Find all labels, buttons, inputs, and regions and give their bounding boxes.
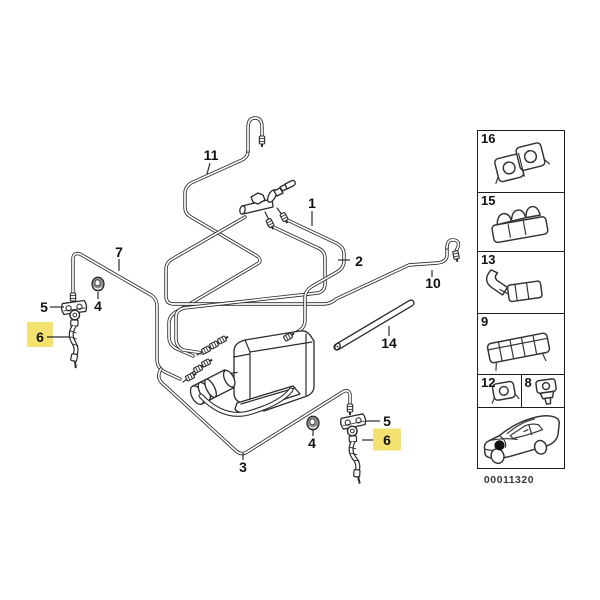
legend-cell-9[interactable]: 9	[478, 313, 564, 374]
legend-row-12-8: 12 8	[478, 374, 564, 407]
legend-cell-13[interactable]: 13	[478, 251, 564, 313]
legend-cell-12[interactable]: 12	[478, 375, 521, 407]
car-location-thumbnail	[483, 415, 560, 465]
sleeve-pipe-14	[333, 299, 415, 351]
highlight-box-6-right	[373, 428, 401, 451]
brake-hose-6-right	[347, 426, 361, 484]
callout-2[interactable]: 2	[355, 253, 363, 269]
legend-cell-16-label: 16	[481, 131, 496, 146]
car-locator-cell[interactable]	[478, 407, 564, 468]
highlight-box-6-left	[27, 322, 53, 347]
clip-part-16-thumbnail	[494, 142, 551, 184]
pressure-regulator-valve	[239, 179, 296, 232]
callout-labels: 11 1 2 7 10 5 4 6 14 3 4 5 6	[36, 147, 441, 475]
callout-5-right[interactable]: 5	[383, 413, 391, 429]
left-front-hose-cluster	[60, 276, 105, 368]
legend-cell-15[interactable]: 15	[478, 192, 564, 251]
legend-cell-15-label: 15	[481, 193, 496, 208]
diagram-code: 00011320	[483, 474, 535, 486]
right-front-hose-cluster	[306, 412, 368, 485]
grommet-4-left	[91, 276, 105, 292]
callout-7[interactable]: 7	[115, 244, 123, 260]
callout-1[interactable]: 1	[308, 195, 316, 211]
legend-cell-8-label: 8	[524, 375, 532, 390]
callout-10[interactable]: 10	[425, 275, 441, 291]
callout-3[interactable]: 3	[239, 459, 247, 475]
abs-hydraulic-unit	[182, 330, 315, 415]
legend-cell-13-label: 13	[481, 252, 496, 267]
abs-pump-motor	[189, 369, 238, 405]
callout-14[interactable]: 14	[381, 335, 397, 351]
clip-part-12-thumbnail	[491, 380, 520, 404]
parts-legend-panel: 16 15	[477, 130, 565, 469]
callout-4-right[interactable]: 4	[308, 435, 316, 451]
callout-4-left[interactable]: 4	[94, 298, 102, 314]
clip-part-9-thumbnail	[486, 332, 551, 371]
car-outline	[483, 415, 560, 465]
part-location-dot	[494, 440, 505, 451]
legend-cell-12-label: 12	[481, 375, 496, 390]
callout-6-left-highlighted[interactable]: 6	[36, 329, 44, 345]
brake-pipes	[71, 116, 461, 456]
clip-part-13-thumbnail	[485, 269, 543, 303]
leader-lines	[47, 162, 433, 460]
legend-cell-9-label: 9	[481, 314, 489, 329]
brake-hose-6-left	[67, 310, 80, 368]
callout-6-right-highlighted[interactable]: 6	[383, 432, 391, 448]
callout-5-left[interactable]: 5	[40, 299, 48, 315]
pipe-union-nuts	[182, 330, 297, 383]
callout-11[interactable]: 11	[204, 147, 219, 163]
clip-part-8-thumbnail	[534, 378, 557, 405]
grommet-4-right	[306, 415, 320, 431]
legend-cell-8[interactable]: 8	[520, 375, 565, 407]
highlight-boxes	[27, 322, 401, 451]
legend-cell-16[interactable]: 16	[478, 131, 564, 192]
clip-part-15-thumbnail	[491, 205, 549, 244]
